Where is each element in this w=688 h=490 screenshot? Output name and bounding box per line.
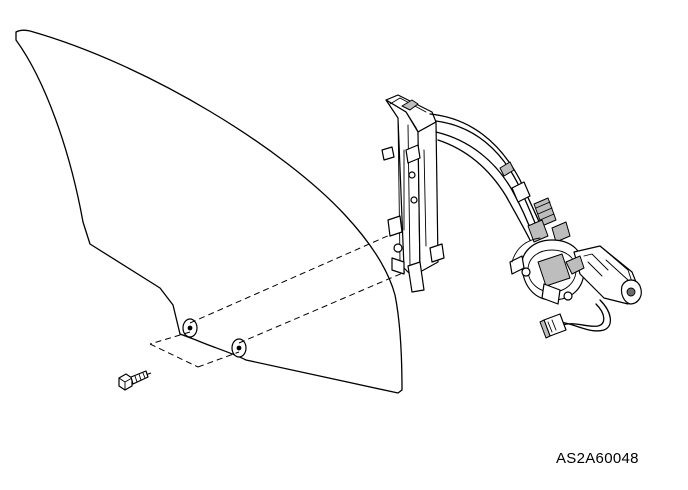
regulator-rail	[381, 94, 445, 293]
regulator-cables	[429, 113, 541, 241]
door-glass	[15, 29, 403, 394]
glass-mount-hole-rear	[231, 338, 247, 358]
bolt	[118, 370, 149, 391]
glass-mount-hole-front	[182, 318, 198, 338]
diagram-reference-code: AS2A60048	[556, 450, 639, 467]
motor-harness	[539, 299, 611, 339]
motor-bracket	[509, 237, 541, 275]
alignment-lines	[136, 233, 406, 379]
regulator-motor	[521, 197, 642, 305]
